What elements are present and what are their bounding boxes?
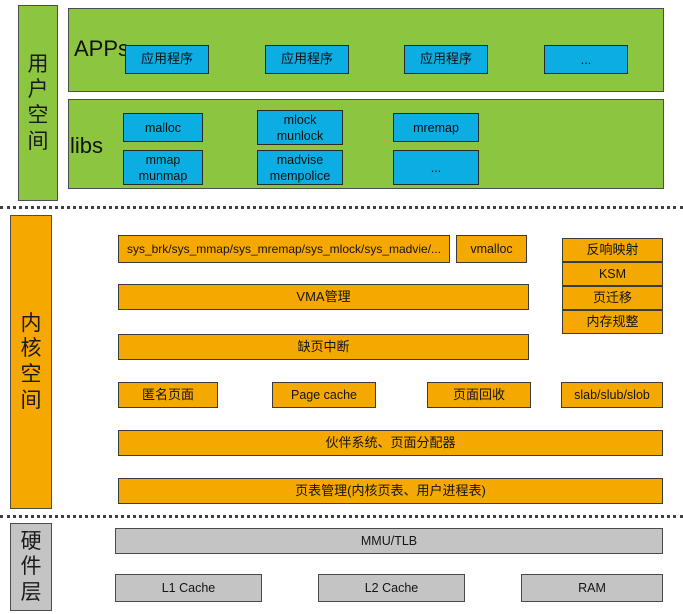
- lib-box-ellipsis[interactable]: ...: [393, 150, 479, 185]
- hardware-box-ram[interactable]: RAM: [521, 574, 663, 602]
- app-box-ellipsis[interactable]: ...: [544, 45, 628, 74]
- lib-box-line1: mmap: [145, 152, 181, 167]
- kernel-box-slab-allocator[interactable]: slab/slub/slob: [561, 382, 663, 408]
- apps-panel-title: APPs: [74, 36, 130, 61]
- kernel-box-anonymous-page[interactable]: 匿名页面: [118, 382, 218, 408]
- kernel-box-reverse-mapping[interactable]: 反响映射: [562, 238, 663, 262]
- lib-box-line1: ...: [430, 160, 442, 175]
- separator-user-kernel: [0, 206, 683, 209]
- layer-label-hardware-text: 硬件层: [20, 529, 43, 604]
- libs-panel-title: libs: [70, 133, 104, 158]
- kernel-box-syscalls[interactable]: sys_brk/sys_mmap/sys_mremap/sys_mlock/sy…: [118, 235, 450, 263]
- layer-label-user-space-text: 用户空间: [27, 52, 50, 153]
- lib-box-line2: munmap: [138, 168, 188, 183]
- separator-kernel-hardware: [0, 515, 683, 518]
- kernel-box-page-table-management[interactable]: 页表管理(内核页表、用户进程表): [118, 478, 663, 504]
- layer-label-user-space: 用户空间: [18, 5, 58, 201]
- lib-box-line2: munlock: [276, 128, 324, 143]
- kernel-box-vmalloc[interactable]: vmalloc: [456, 235, 527, 263]
- app-box[interactable]: 应用程序: [125, 45, 209, 74]
- hardware-box-mmu-tlb[interactable]: MMU/TLB: [115, 528, 663, 554]
- layer-label-hardware: 硬件层: [10, 523, 52, 611]
- layer-label-kernel-space: 内核空间: [10, 215, 52, 509]
- lib-box-line1: mremap: [413, 120, 459, 135]
- lib-box-line1: mlock: [283, 112, 317, 127]
- kernel-box-vma-management[interactable]: VMA管理: [118, 284, 529, 310]
- kernel-box-page-reclaim[interactable]: 页面回收: [427, 382, 531, 408]
- kernel-box-page-fault[interactable]: 缺页中断: [118, 334, 529, 360]
- lib-box-mmap[interactable]: mmap munmap: [123, 150, 203, 185]
- app-box[interactable]: 应用程序: [404, 45, 488, 74]
- lib-box-mlock[interactable]: mlock munlock: [257, 110, 343, 145]
- kernel-box-page-cache[interactable]: Page cache: [272, 382, 376, 408]
- app-box[interactable]: 应用程序: [265, 45, 349, 74]
- hardware-box-l2-cache[interactable]: L2 Cache: [318, 574, 465, 602]
- kernel-box-page-migration[interactable]: 页迁移: [562, 286, 663, 310]
- lib-box-line1: madvise: [276, 152, 324, 167]
- layer-label-kernel-space-text: 内核空间: [20, 311, 43, 412]
- kernel-box-memory-compaction[interactable]: 内存规整: [562, 310, 663, 334]
- lib-box-malloc[interactable]: malloc: [123, 113, 203, 142]
- lib-box-mremap[interactable]: mremap: [393, 113, 479, 142]
- lib-box-line1: malloc: [144, 120, 182, 135]
- lib-box-line2: mempolice: [269, 168, 331, 183]
- hardware-box-l1-cache[interactable]: L1 Cache: [115, 574, 262, 602]
- lib-box-madvise[interactable]: madvise mempolice: [257, 150, 343, 185]
- kernel-box-buddy-allocator[interactable]: 伙伴系统、页面分配器: [118, 430, 663, 456]
- kernel-box-ksm[interactable]: KSM: [562, 262, 663, 286]
